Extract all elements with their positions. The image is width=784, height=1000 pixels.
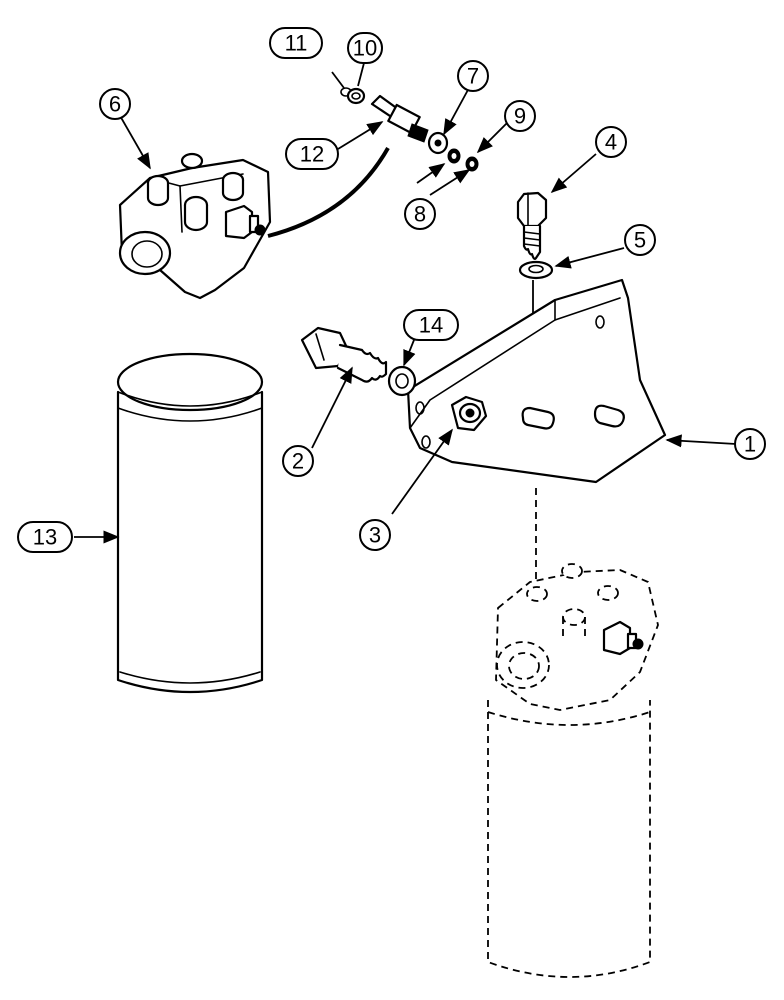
callout-label-11: 11 <box>285 31 308 56</box>
leader-lines <box>74 62 737 544</box>
washer-part-5 <box>518 260 554 280</box>
callout-2: 2 <box>282 445 314 477</box>
callout-label-2: 2 <box>292 449 304 474</box>
nut-part-8b <box>465 156 479 172</box>
callout-7: 7 <box>457 60 489 92</box>
callout-label-3: 3 <box>369 523 381 548</box>
nut-part-8a <box>447 148 461 164</box>
callout-label-1: 1 <box>744 432 756 457</box>
callout-label-14: 14 <box>419 313 443 338</box>
callout-label-7: 7 <box>467 64 479 89</box>
callout-label-4: 4 <box>605 130 617 155</box>
callout-label-6: 6 <box>109 92 121 117</box>
callout-8: 8 <box>404 198 436 230</box>
callout-13: 13 <box>17 521 73 553</box>
washer-part-14 <box>387 365 417 397</box>
assembled-filter-dashed-view <box>487 488 659 978</box>
bracket-part-1 <box>406 278 667 484</box>
pressure-switch-fitting <box>224 204 266 240</box>
callout-10: 10 <box>347 32 383 64</box>
callout-label-9: 9 <box>514 104 526 129</box>
callout-label-8: 8 <box>414 202 426 227</box>
washer-part-7 <box>427 131 449 155</box>
o-ring-part-10 <box>346 87 366 105</box>
callout-label-13: 13 <box>33 525 57 550</box>
temperature-sender-part-12 <box>370 94 429 143</box>
filter-head-part-6 <box>118 147 390 300</box>
bolt-part-2 <box>300 326 388 383</box>
callout-4: 4 <box>595 126 627 158</box>
callout-label-10: 10 <box>353 36 377 61</box>
callout-6: 6 <box>99 88 131 120</box>
callout-1: 1 <box>734 428 766 460</box>
callout-11: 11 <box>269 27 323 59</box>
callout-label-12: 12 <box>300 142 324 167</box>
callout-14: 14 <box>403 309 459 341</box>
nut-part-3 <box>450 395 488 432</box>
callout-label-5: 5 <box>634 228 646 253</box>
callout-9: 9 <box>504 100 536 132</box>
callout-5: 5 <box>624 224 656 256</box>
bolt-part-4 <box>516 191 548 260</box>
filter-element-part-13 <box>116 352 264 694</box>
callout-3: 3 <box>359 519 391 551</box>
callout-12: 12 <box>285 138 339 170</box>
